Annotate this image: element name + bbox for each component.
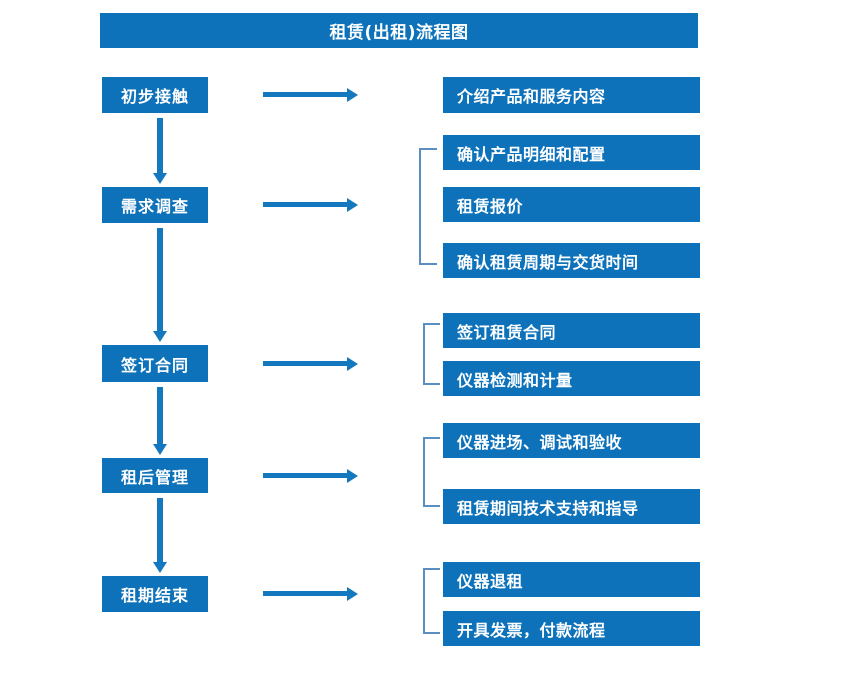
bracket-group-3 xyxy=(423,323,440,385)
detail-box-confirm-lease-period[interactable]: 确认租赁周期与交货时间 xyxy=(443,243,700,278)
stage-box-sign-contract[interactable]: 签订合同 xyxy=(102,345,208,382)
diagram-title: 租赁(出租)流程图 xyxy=(100,13,698,48)
vertical-arrow-survey-to-contract xyxy=(153,228,167,342)
horizontal-arrow-stage-5 xyxy=(263,587,358,601)
detail-box-sign-lease-contract[interactable]: 签订租赁合同 xyxy=(443,313,700,348)
stage-box-lease-end[interactable]: 租期结束 xyxy=(102,576,208,612)
detail-box-instrument-return[interactable]: 仪器退租 xyxy=(443,562,700,597)
detail-box-introduce-products[interactable]: 介绍产品和服务内容 xyxy=(443,77,700,113)
detail-box-lease-quotation[interactable]: 租赁报价 xyxy=(443,187,700,222)
vertical-arrow-contract-to-management xyxy=(153,387,167,455)
bracket-group-5 xyxy=(423,568,440,634)
detail-box-instrument-onsite-commissioning[interactable]: 仪器进场、调试和验收 xyxy=(443,423,700,458)
horizontal-arrow-stage-1 xyxy=(263,88,358,102)
horizontal-arrow-stage-2 xyxy=(263,198,358,212)
detail-box-invoice-payment[interactable]: 开具发票，付款流程 xyxy=(443,611,700,646)
detail-box-technical-support[interactable]: 租赁期间技术支持和指导 xyxy=(443,489,700,524)
detail-box-instrument-inspection[interactable]: 仪器检测和计量 xyxy=(443,361,700,396)
horizontal-arrow-stage-3 xyxy=(263,357,358,371)
detail-box-confirm-product-spec[interactable]: 确认产品明细和配置 xyxy=(443,135,700,170)
bracket-group-2 xyxy=(419,148,437,265)
stage-box-preliminary-contact[interactable]: 初步接触 xyxy=(102,77,208,113)
vertical-arrow-management-to-end xyxy=(153,498,167,573)
vertical-arrow-contact-to-survey xyxy=(153,118,167,184)
horizontal-arrow-stage-4 xyxy=(263,469,358,483)
stage-box-post-lease-management[interactable]: 租后管理 xyxy=(102,458,208,493)
bracket-group-4 xyxy=(423,437,440,507)
stage-box-demand-survey[interactable]: 需求调查 xyxy=(102,187,208,223)
